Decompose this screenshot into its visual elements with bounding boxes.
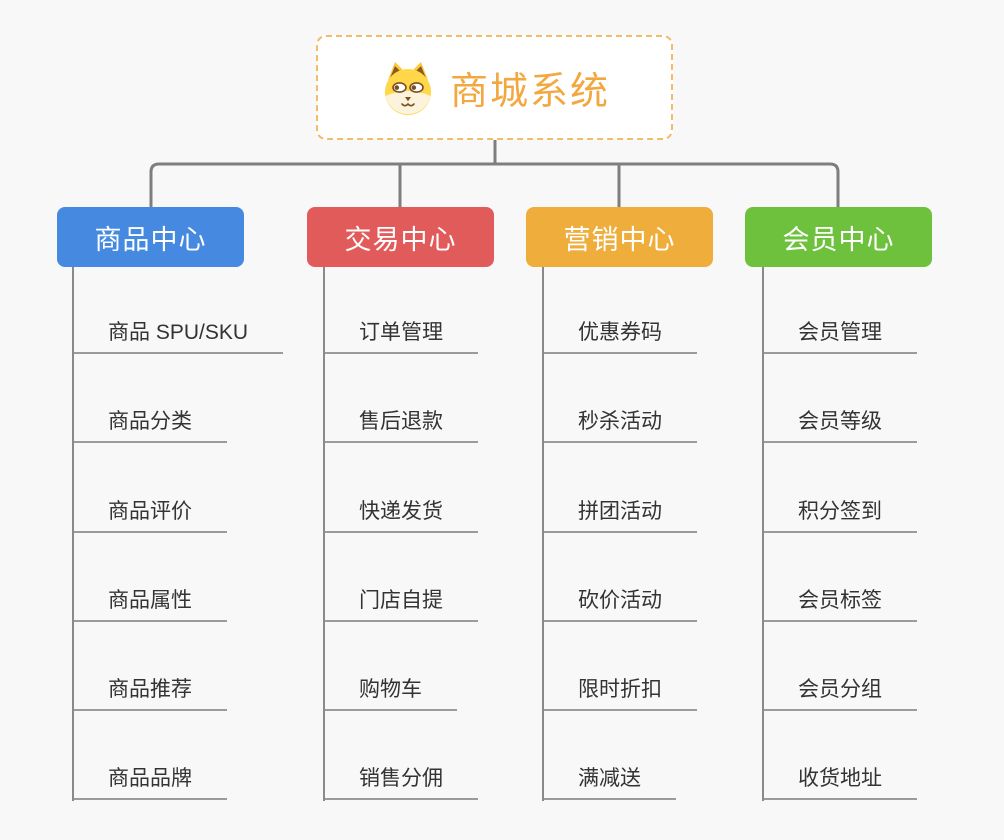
child-node[interactable]: 积分签到	[764, 495, 917, 533]
root-node-label: 商城系统	[449, 71, 610, 113]
branch-children-member-center: 会员管理 会员等级 积分签到 会员标签 会员分组 收货地址	[762, 267, 917, 801]
child-node[interactable]: 优惠券码	[544, 316, 697, 354]
branch-label: 会员中心	[782, 224, 895, 255]
dog-face-icon	[379, 60, 437, 116]
child-node[interactable]: 销售分佣	[325, 762, 478, 800]
branch-children-marketing-center: 优惠券码 秒杀活动 拼团活动 砍价活动 限时折扣 满减送	[542, 267, 697, 801]
child-node[interactable]: 商品属性	[74, 584, 227, 622]
child-node[interactable]: 商品 SPU/SKU	[74, 316, 284, 354]
branch-children-trade-center: 订单管理 售后退款 快递发货 门店自提 购物车 销售分佣	[323, 267, 478, 801]
branch-label: 商品中心	[94, 224, 207, 255]
branch-label: 交易中心	[344, 224, 457, 255]
child-node[interactable]: 商品品牌	[74, 762, 227, 800]
child-node[interactable]: 会员分组	[764, 673, 917, 711]
branch-node-product-center[interactable]: 商品中心	[57, 207, 244, 267]
child-node[interactable]: 限时折扣	[544, 673, 697, 711]
child-node[interactable]: 商品推荐	[74, 673, 227, 711]
child-node[interactable]: 商品分类	[74, 405, 227, 443]
child-node[interactable]: 会员管理	[764, 316, 917, 354]
child-node[interactable]: 收货地址	[764, 762, 917, 800]
branch-label: 营销中心	[563, 224, 676, 255]
branch-node-marketing-center[interactable]: 营销中心	[526, 207, 713, 267]
branch-node-trade-center[interactable]: 交易中心	[307, 207, 494, 267]
child-node[interactable]: 快递发货	[325, 495, 478, 533]
child-node[interactable]: 秒杀活动	[544, 405, 697, 443]
branch-node-member-center[interactable]: 会员中心	[745, 207, 932, 267]
child-node[interactable]: 订单管理	[325, 316, 478, 354]
child-node[interactable]: 拼团活动	[544, 495, 697, 533]
child-node[interactable]: 砍价活动	[544, 584, 697, 622]
child-node[interactable]: 门店自提	[325, 584, 478, 622]
child-node[interactable]: 售后退款	[325, 405, 478, 443]
child-node[interactable]: 商品评价	[74, 495, 227, 533]
child-node[interactable]: 购物车	[325, 673, 457, 711]
branch-children-product-center: 商品 SPU/SKU 商品分类 商品评价 商品属性 商品推荐 商品品牌	[72, 267, 284, 801]
child-node[interactable]: 会员标签	[764, 584, 917, 622]
child-node[interactable]: 满减送	[544, 762, 676, 800]
root-node-mall-system[interactable]: 商城系统	[316, 35, 673, 140]
child-node[interactable]: 会员等级	[764, 405, 917, 443]
